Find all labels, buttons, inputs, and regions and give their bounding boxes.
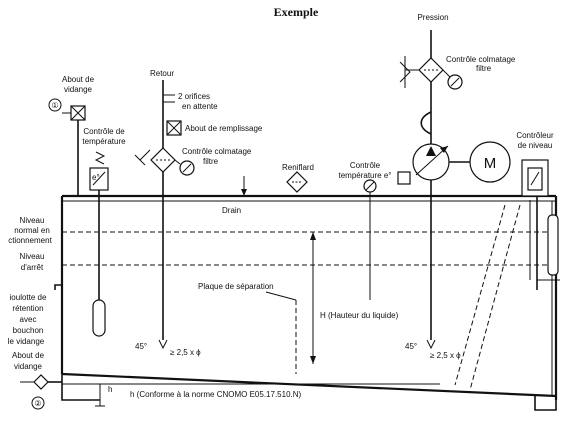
separation-plate-label: Plaque de séparation	[198, 282, 274, 291]
level-controller-label-1: Contrôleur	[516, 131, 554, 140]
distance-right-label: ≥ 2,5 x ϕ	[430, 351, 461, 360]
drain-pipe	[241, 176, 247, 196]
drain-top-label-2: vidange	[64, 85, 93, 94]
temp-right-label-1: Contrôle	[350, 161, 381, 170]
circle-2-marker	[31, 396, 45, 410]
diagram-title: Exemple	[274, 5, 319, 19]
clogging-top-label-2: filtre	[476, 64, 492, 73]
stop-level-label-1: Niveau	[20, 252, 45, 261]
breather-label: Reniflard	[282, 163, 314, 172]
reservoir-tank	[60, 194, 558, 411]
orifices-label-2: en attente	[182, 102, 218, 111]
temp-control-label-1: Contrôle de	[83, 127, 125, 136]
circle-1-marker	[48, 98, 62, 112]
motor: M	[469, 141, 511, 183]
circle-2-label: ②	[34, 399, 41, 408]
spout-label-4: bouchon	[13, 326, 44, 335]
temp-small-label: e°	[92, 173, 100, 182]
drain-top-label-1: About de	[62, 75, 95, 84]
temperature-controller	[89, 151, 109, 337]
diagonal-hatch-2	[454, 204, 506, 386]
separation-plate-leader	[265, 291, 297, 301]
filler-port-label: About de remplissage	[185, 124, 263, 133]
pressure-label: Pression	[417, 13, 448, 22]
retention-spout	[54, 284, 62, 290]
normal-level-label-2: normal en	[14, 226, 50, 235]
level-controller-label-2: de niveau	[518, 141, 553, 150]
pump	[397, 143, 450, 185]
clogging-mid-label-1: Contrôle colmatage	[182, 147, 252, 156]
return-label: Retour	[150, 69, 174, 78]
distance-left-label: ≥ 2,5 x ϕ	[170, 348, 201, 357]
pressure-line	[399, 30, 463, 350]
spout-label-2: rétention	[12, 304, 43, 313]
circle-1-label: ①	[51, 101, 58, 110]
spout-label-3: avec	[20, 315, 37, 324]
normal-level-label-1: Niveau	[20, 216, 45, 225]
norm-label: h (Conforme à la norme CNOMO E05.17.510.…	[130, 390, 302, 399]
clogging-top-label-1: Contrôle colmatage	[446, 55, 516, 64]
return-line	[134, 80, 195, 350]
h-dimension	[95, 384, 105, 407]
h-small-label: h	[108, 385, 112, 394]
breather	[286, 171, 308, 193]
angle-right-label: 45°	[405, 342, 417, 351]
drain-bottom-label-2: vidange	[14, 362, 43, 371]
spout-label-5: le vidange	[8, 337, 45, 346]
drain-port-top	[62, 105, 86, 196]
normal-level-label-3: ctionnement	[8, 236, 52, 245]
stop-level-label-2: d'arrêt	[21, 263, 44, 272]
orifices-label-1: 2 orifices	[178, 92, 210, 101]
level-controller	[521, 159, 560, 290]
temperature-gauge-right	[363, 179, 377, 300]
liquid-height-dimension	[310, 232, 316, 364]
motor-label: M	[484, 155, 497, 172]
temp-right-label-2: température e°	[338, 171, 391, 180]
drain-label: Drain	[222, 206, 241, 215]
spout-label-1: ioulotte de	[10, 293, 47, 302]
clogging-mid-label-2: filtre	[203, 157, 219, 166]
diagonal-hatch-1	[469, 204, 521, 391]
temp-control-label-2: température	[82, 137, 126, 146]
drain-port-bottom	[20, 374, 62, 390]
liquid-height-label: H (Hauteur du liquide)	[320, 311, 399, 320]
drain-bottom-label-1: About de	[12, 351, 45, 360]
angle-left-label: 45°	[135, 342, 147, 351]
